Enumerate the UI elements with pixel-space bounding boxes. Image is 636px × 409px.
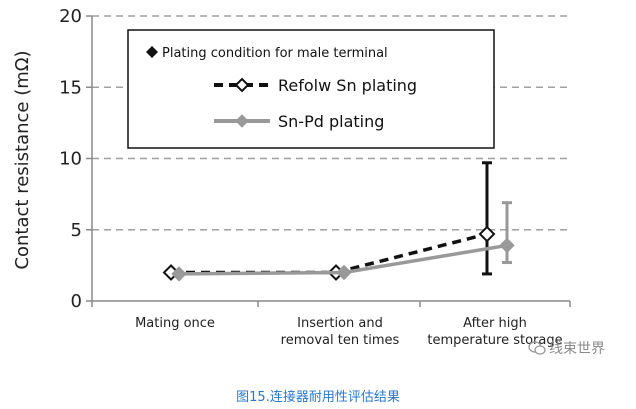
y-tick-label: 15 [59,77,82,98]
x-tick-label: Mating once [135,316,215,331]
x-tick-label: removal ten times [281,333,400,348]
series-1 [171,201,515,282]
data-point [336,264,352,281]
y-axis-label: Contact resistance (mΩ) [12,50,33,269]
x-tick-label: After high [463,316,527,331]
watermark-text: 线束世界 [549,341,605,357]
data-point [499,237,515,254]
x-tick-label: Insertion and [297,316,383,331]
y-tick-label: 10 [59,149,82,170]
legend-title-marker [146,46,158,58]
axes [86,15,571,307]
series-0 [162,161,496,281]
data-point [478,225,496,243]
legend-swatch-marker [235,114,249,128]
y-ticks: 0 5 10 15 20 [59,6,82,312]
legend-item-label: Refolw Sn plating [278,76,417,95]
watermark: 线束世界 [528,338,605,358]
data-point [171,266,187,282]
y-tick-label: 20 [59,6,82,27]
legend-swatch-marker [234,77,250,93]
x-category-labels: Mating once Insertion and removal ten time… [135,316,563,348]
y-tick-label: 5 [71,220,82,241]
x-tick-label: temperature storage [427,333,562,348]
series-line [171,232,488,275]
y-tick-label: 0 [71,291,82,312]
series-layer [162,161,515,282]
legend-box [127,29,495,149]
legend: Plating condition for male terminal Refo… [127,29,495,149]
legend-title: Plating condition for male terminal [162,46,388,61]
wechat-icon [528,341,546,355]
legend-item-label: Sn-Pd plating [278,112,384,131]
figure-caption: 图15.连接器耐用性评估结果 [236,390,400,405]
